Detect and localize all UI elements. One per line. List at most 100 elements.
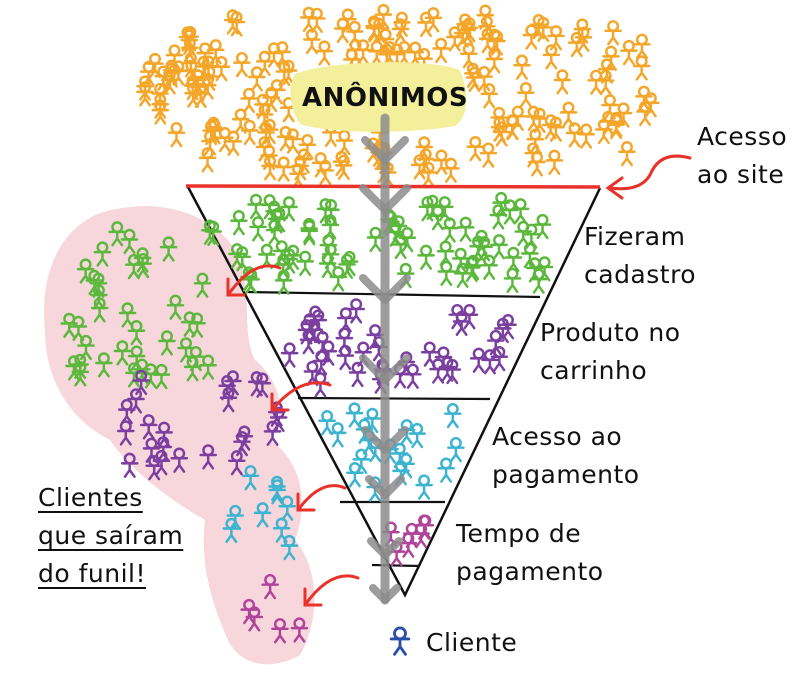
person-icon [296,250,315,276]
person-icon [490,234,508,260]
person-icon [443,402,462,429]
person-icon [602,45,620,71]
person-icon [76,258,95,284]
person-icon [347,298,366,324]
person-icon [481,349,499,375]
person-icon [465,66,484,93]
person-icon [289,163,307,189]
person-icon [227,450,246,476]
person-icon [526,128,545,154]
person-icon [204,220,223,247]
person-icon [453,22,472,48]
person-icon [530,107,549,134]
person-icon [376,28,395,54]
person-icon [271,618,289,644]
person-icon [183,74,202,101]
person-icon [113,340,132,366]
person-icon [265,42,283,68]
person-icon [513,54,531,80]
person-icon [399,532,418,558]
person-icon [389,626,411,656]
person-icon [224,130,243,156]
person-icon [365,17,384,43]
person-icon [333,17,352,44]
person-icon [139,414,158,440]
person-icon [152,363,171,390]
person-icon [280,534,299,561]
person-icon [620,39,638,66]
person-icon [230,210,248,236]
person-icon [108,221,127,247]
person-icon [95,352,113,378]
person-icon [241,465,260,491]
person-icon [456,216,475,242]
person-icon [204,116,223,143]
person-icon [127,320,146,346]
person-icon [393,11,411,37]
person-icon [245,606,264,632]
site-access-line [185,184,601,189]
person-icon [240,119,259,146]
person-icon [559,101,578,127]
person-icon [342,48,361,74]
person-icon [247,193,265,220]
person-icon [260,118,279,145]
person-icon [261,155,279,181]
person-icon [336,344,355,371]
flow-arrowhead [359,354,411,384]
person-icon [223,9,242,35]
person-icon [146,52,164,79]
person-icon [533,213,552,240]
person-icon [462,256,481,283]
person-icon [469,235,487,261]
person-icon [233,51,251,78]
person-icon [154,436,173,462]
person-icon [504,246,523,273]
person-icon [442,157,460,183]
person-icon [577,123,595,149]
person-icon [212,55,231,82]
person-icon [415,474,433,500]
person-icon [412,522,430,549]
person-icon [447,436,465,463]
person-icon [553,69,572,95]
person-icon [219,387,238,413]
person-icon [490,116,509,142]
person-icon [542,44,561,70]
person-icon [363,407,382,434]
person-icon [437,260,456,286]
person-icon [284,128,302,154]
person-icon [318,410,336,436]
person-icon [71,353,90,380]
person-icon [418,196,437,222]
person-icon [318,252,337,279]
person-icon [167,121,186,148]
person-icon [313,331,332,357]
person-icon [188,312,206,338]
person-icon [118,302,137,328]
person-icon [117,398,136,425]
person-icon [522,223,541,249]
person-icon [391,233,410,260]
person-icon [398,226,417,253]
person-icon [269,406,288,433]
person-icon [90,297,109,323]
person-icon [503,267,522,293]
person-icon [253,372,272,398]
person-icon [155,421,173,447]
person-icon [193,272,212,298]
person-icon [132,369,151,396]
person-icon [319,234,338,260]
person-icon [159,236,178,262]
person-icon [257,243,276,270]
person-icon [206,39,225,65]
person-icon [247,371,266,397]
person-icon [432,149,451,175]
flow-arrowhead [367,537,403,559]
person-icon [125,362,143,388]
person-icon [328,422,347,448]
person-icon [303,28,321,55]
person-icon [315,40,334,66]
